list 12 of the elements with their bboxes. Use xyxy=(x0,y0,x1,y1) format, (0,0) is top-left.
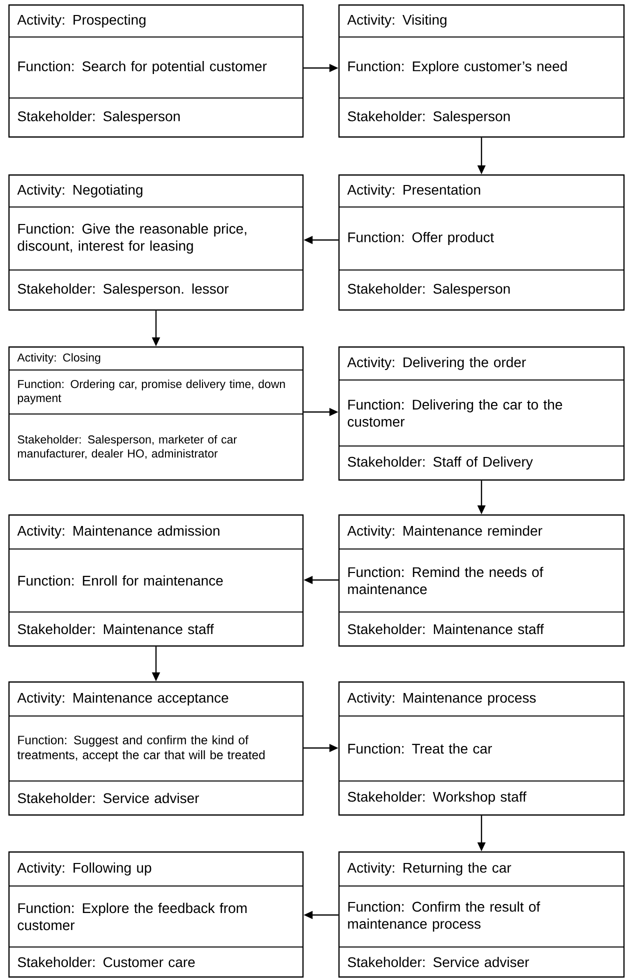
activity-card: Activity: Prospecting Function: Search for potential customer Stakeholder: Salesperson xyxy=(8,4,304,138)
activity-card: Activity: Maintenance reminder Function: Remind the needs of maintenance Stakeholder: Maintenance staff xyxy=(338,514,625,647)
activity-card: Activity: Presentation Function: Offer product Stakeholder: Salesperson xyxy=(338,174,625,311)
activity-card: Activity: Closing Function: Ordering car, promise delivery time, down payment Stakeholder: Salesperson, marketer of car manufacturer, dealer HO, administrator xyxy=(8,346,304,481)
activity-card: Activity: Visiting Function: Explore customer’s need Stakeholder: Salesperson xyxy=(338,4,625,138)
activity-card: Activity: Negotiating Function: Give the reasonable price, discount, interest for leasing Stakeholder: Salesperson. lessor xyxy=(8,174,304,311)
activity-card: Activity: Maintenance process Function: Treat the car Stakeholder: Workshop staff xyxy=(338,681,625,816)
activity-card: Activity: Returning the car Function: Confirm the result of maintenance process Stakeholder: Service adviser xyxy=(338,851,625,978)
activity-card: Activity: Following up Function: Explore the feedback from customer Stakeholder: Customer care xyxy=(8,851,304,978)
activity-card: Activity: Delivering the order Function: Delivering the car to the customer Stakeholder: Staff of Delivery xyxy=(338,346,625,481)
activity-card: Activity: Maintenance acceptance Function: Suggest and confirm the kind of treatments, accept the car that will be treated Stakeholder: Service adviser xyxy=(8,681,304,816)
activity-card: Activity: Maintenance admission Function: Enroll for maintenance Stakeholder: Maintenance staff xyxy=(8,514,304,647)
